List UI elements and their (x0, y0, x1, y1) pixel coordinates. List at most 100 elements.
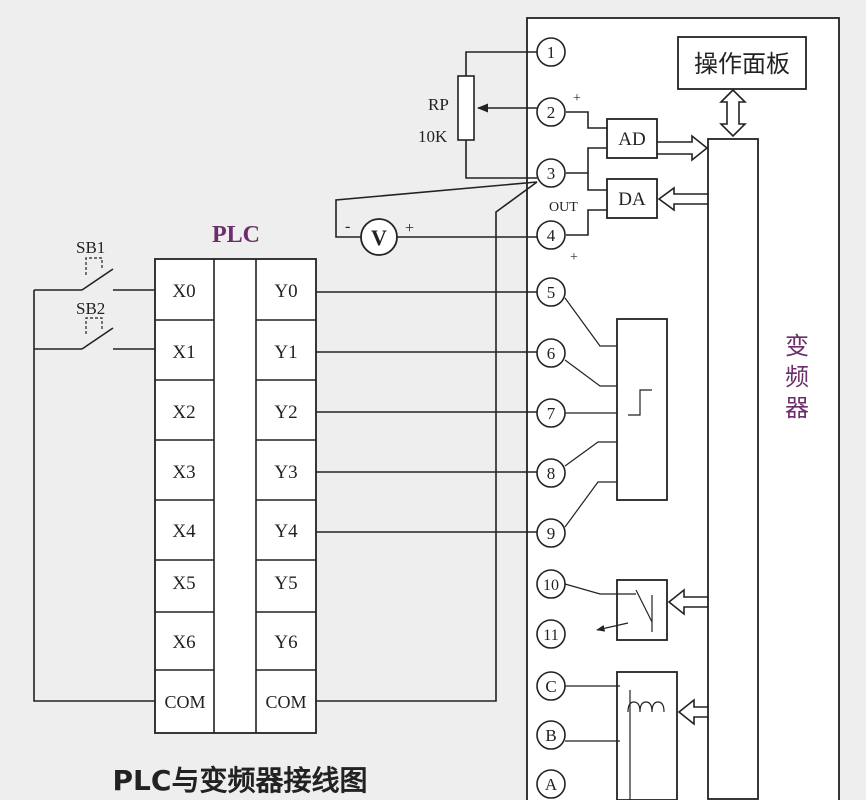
terminal-2-label: 2 (547, 103, 556, 122)
terminal-10-label: 10 (543, 577, 559, 594)
terminal-9[interactable]: 9 (536, 518, 566, 548)
terminal-c[interactable]: C (536, 671, 566, 701)
wire-t11-contact (596, 622, 629, 632)
terminal-5[interactable]: 5 (536, 277, 566, 307)
terminal-8-label: 8 (547, 464, 556, 483)
potentiometer-body (457, 75, 475, 141)
relay-contact-bar (635, 589, 653, 623)
voltmeter-minus: - (345, 218, 350, 235)
wire-t2-ad (566, 111, 607, 129)
wire-t8-module (564, 441, 617, 467)
relay-output-module (616, 579, 668, 641)
operation-panel-label: 操作面板 (694, 50, 790, 78)
fault-relay-module (616, 671, 678, 800)
inverter-label-char-1: 变 (785, 332, 809, 360)
terminal-2[interactable]: 2 (536, 97, 566, 127)
wire-input-common (33, 290, 155, 702)
ad-module-box (606, 118, 658, 159)
terminal-9-label: 9 (547, 524, 556, 543)
plc-output-y5: Y5 (274, 573, 297, 594)
terminal-3[interactable]: 3 (536, 158, 566, 188)
terminal-11-label: 11 (543, 627, 558, 644)
bus-to-relay-arrow (667, 588, 708, 616)
wire-t3-da (587, 173, 607, 191)
terminal-5-label: 5 (547, 283, 556, 302)
plc-input-x2: X2 (172, 402, 195, 423)
ad-module-label: AD (618, 129, 645, 150)
switch-sb1[interactable] (34, 257, 155, 291)
plc-title: PLC (212, 222, 260, 248)
da-module-label: DA (618, 189, 646, 210)
potentiometer-name: RP (428, 95, 449, 114)
switch-sb2-label: SB2 (76, 299, 105, 318)
inverter-frame (526, 17, 840, 800)
plc-output-com: COM (265, 692, 306, 712)
diagram-caption: PLC与变频器接线图 (113, 764, 368, 797)
plc-output-y6: Y6 (274, 632, 297, 653)
wire-t9-module (564, 481, 617, 528)
terminal-4[interactable]: 4 (536, 220, 566, 250)
voltmeter-symbol: V (371, 225, 387, 250)
wire-meter-t3 (335, 181, 538, 238)
wire-t5-module (564, 297, 617, 347)
terminal-3-label: 3 (547, 164, 556, 183)
wire-rp-t1 (465, 51, 537, 76)
inverter-label-char-2: 频 (785, 363, 809, 391)
step-symbol (628, 389, 652, 416)
terminal-11[interactable]: 11 (536, 619, 566, 649)
inverter-bus (707, 138, 759, 800)
plc-body (154, 258, 317, 734)
wire-t6-module (564, 359, 617, 387)
inverter-label-char-3: 器 (785, 394, 809, 422)
terminal-1[interactable]: 1 (536, 37, 566, 67)
switch-sb1-label: SB1 (76, 238, 105, 257)
operation-panel-box (677, 36, 807, 90)
terminal-6[interactable]: 6 (536, 338, 566, 368)
plc-input-x3: X3 (172, 462, 195, 483)
wire-com-t3 (316, 181, 538, 702)
ad-to-bus-arrow (657, 134, 709, 162)
panel-bus-double-arrow (719, 88, 747, 138)
inverter-label: 变 频 器 (785, 332, 809, 422)
plus-sign-t2: + (573, 91, 581, 106)
bus-to-fault-arrow (677, 698, 708, 726)
plc-output-y2: Y2 (274, 402, 297, 423)
terminal-7-label: 7 (547, 404, 556, 423)
plc-output-y3: Y3 (274, 462, 297, 483)
plc-input-x5: X5 (172, 573, 195, 594)
potentiometer-value: 10K (418, 127, 448, 146)
out-label: OUT (549, 200, 578, 215)
terminal-6-label: 6 (547, 344, 556, 363)
terminal-a-label: A (545, 775, 558, 794)
plc-input-com: COM (164, 692, 205, 712)
voltmeter-plus: + (405, 220, 414, 237)
plc-input-x0: X0 (172, 281, 195, 302)
wire-t3-ad (566, 147, 607, 174)
wire-t10-contact (564, 583, 636, 595)
plc-output-y1: Y1 (274, 342, 297, 363)
da-module-box (606, 178, 658, 219)
plc-output-y0: Y0 (274, 281, 297, 302)
terminal-1-label: 1 (547, 43, 556, 62)
terminal-b[interactable]: B (536, 720, 566, 750)
terminal-b-label: B (545, 726, 556, 745)
terminal-c-label: C (545, 677, 556, 696)
switch-sb2[interactable] (34, 317, 155, 350)
terminal-10[interactable]: 10 (536, 569, 566, 599)
terminal-7[interactable]: 7 (536, 398, 566, 428)
plus-sign-t4: + (570, 250, 578, 265)
plc-input-x6: X6 (172, 632, 195, 653)
relay-coil (627, 701, 665, 713)
terminal-a[interactable]: A (536, 769, 566, 799)
bus-to-da-arrow (657, 186, 708, 212)
terminal-8[interactable]: 8 (536, 458, 566, 488)
plc-output-y4: Y4 (274, 521, 298, 542)
plc-row-lines (155, 319, 316, 671)
plc-input-x4: X4 (172, 521, 196, 542)
multispeed-input-module (616, 318, 668, 501)
terminal-4-label: 4 (547, 226, 556, 245)
plc-input-x1: X1 (172, 342, 195, 363)
wire-t4-da (566, 209, 607, 236)
wire-rp-t3 (465, 140, 537, 179)
